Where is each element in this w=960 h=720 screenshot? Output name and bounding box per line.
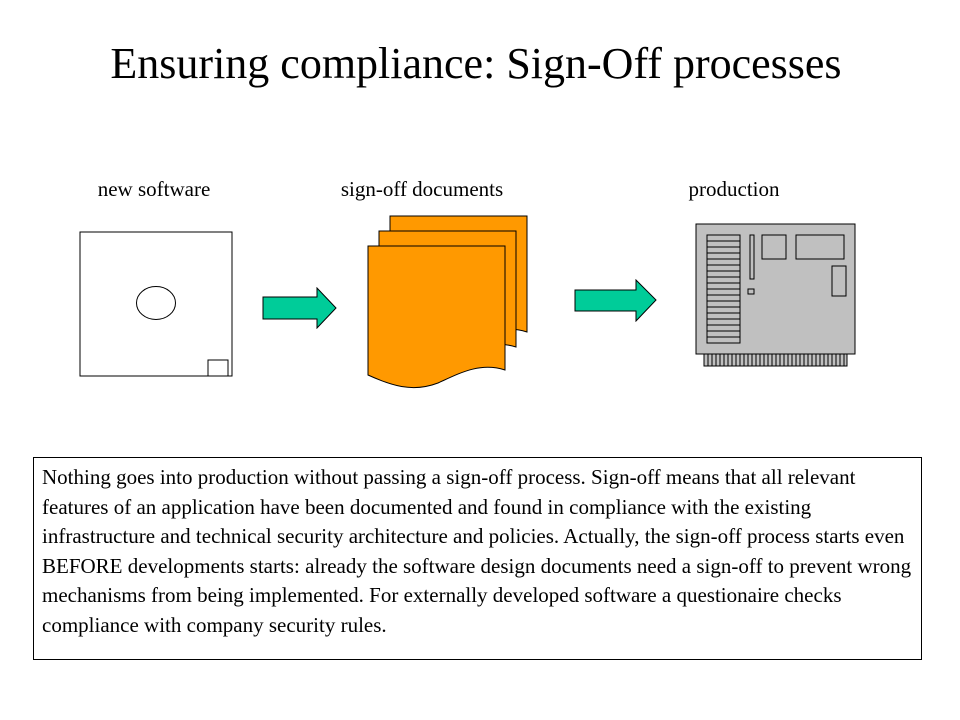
board-pad: [747, 288, 755, 295]
document-front: [367, 245, 506, 389]
board-chip-small: [761, 234, 787, 260]
flow-arrow-icon: [574, 279, 657, 322]
flow-arrow-shape: [262, 287, 337, 329]
slide-title: Ensuring compliance: Sign-Off processes: [110, 39, 842, 88]
stage-label-new-software: new software: [97, 177, 211, 201]
description-box: Nothing goes into production without pas…: [33, 457, 922, 660]
board-edge-connector: [703, 353, 848, 367]
board-chip-wide: [795, 234, 845, 260]
document-stack-icon: [367, 215, 528, 389]
board-chip-tall: [831, 265, 847, 297]
stage-label-sign-off-documents: sign-off documents: [340, 177, 504, 201]
floppy-hub: [136, 286, 176, 320]
flow-arrow-shape: [574, 279, 657, 322]
flow-arrow-icon: [262, 287, 337, 329]
board-chip-stack: [706, 234, 741, 344]
floppy-write-protect: [207, 359, 229, 377]
stage-label-production: production: [688, 177, 780, 201]
circuit-board-icon: [695, 223, 856, 367]
board-slot: [749, 234, 755, 280]
floppy-disk-icon: [79, 231, 233, 377]
